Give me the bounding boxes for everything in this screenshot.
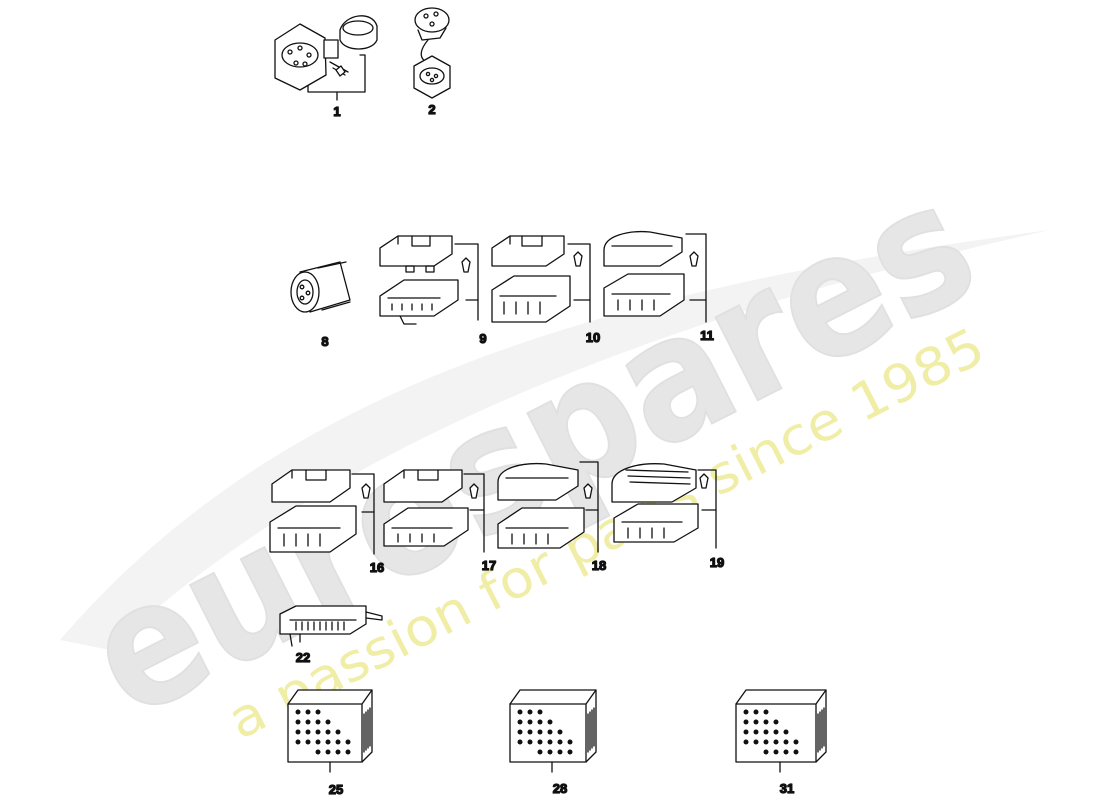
round-connector-pair-icon — [414, 8, 450, 98]
part-17[interactable]: 17 — [384, 470, 497, 574]
part-2[interactable]: 2 — [414, 8, 450, 118]
flat-connector-set-icon — [612, 464, 716, 548]
part-22[interactable]: 22 — [280, 606, 382, 666]
callout-9: 9 — [479, 331, 486, 346]
callout-18: 18 — [592, 558, 606, 573]
flat-connector-set-icon — [384, 470, 484, 552]
flat-connector-set-icon — [270, 470, 374, 554]
flat-connector-set-icon — [380, 236, 478, 324]
callout-1: 1 — [333, 104, 340, 119]
block-connector-icon — [736, 690, 826, 772]
block-connector-icon — [510, 690, 596, 772]
callout-16: 16 — [370, 560, 384, 575]
part-16[interactable]: 16 — [270, 470, 385, 576]
part-8[interactable]: 8 — [291, 262, 350, 350]
part-31[interactable]: 31 — [736, 690, 826, 797]
callout-28: 28 — [553, 781, 567, 796]
round-socket-icon — [291, 262, 350, 312]
callout-2: 2 — [428, 102, 435, 117]
part-19[interactable]: 19 — [612, 464, 725, 571]
callout-22: 22 — [296, 650, 310, 665]
callout-10: 10 — [586, 330, 600, 345]
callout-31: 31 — [780, 781, 794, 796]
part-1[interactable]: 1 — [275, 16, 377, 120]
callout-11: 11 — [700, 328, 714, 343]
part-9[interactable]: 9 — [380, 236, 487, 347]
callout-8: 8 — [321, 334, 328, 349]
round-connector-set-icon — [275, 16, 377, 100]
callout-19: 19 — [710, 555, 724, 570]
flat-connector-set-icon — [604, 232, 706, 322]
callout-25: 25 — [329, 782, 343, 797]
block-connector-icon — [288, 690, 372, 772]
flat-connector-set-icon — [492, 236, 590, 322]
callout-17: 17 — [482, 558, 496, 573]
part-11[interactable]: 11 — [604, 232, 715, 344]
part-25[interactable]: 25 — [288, 690, 372, 798]
strip-connector-icon — [280, 606, 382, 646]
part-18[interactable]: 18 — [498, 462, 607, 574]
part-28[interactable]: 28 — [510, 690, 596, 797]
part-10[interactable]: 10 — [492, 236, 601, 346]
flat-connector-set-icon — [498, 462, 598, 552]
